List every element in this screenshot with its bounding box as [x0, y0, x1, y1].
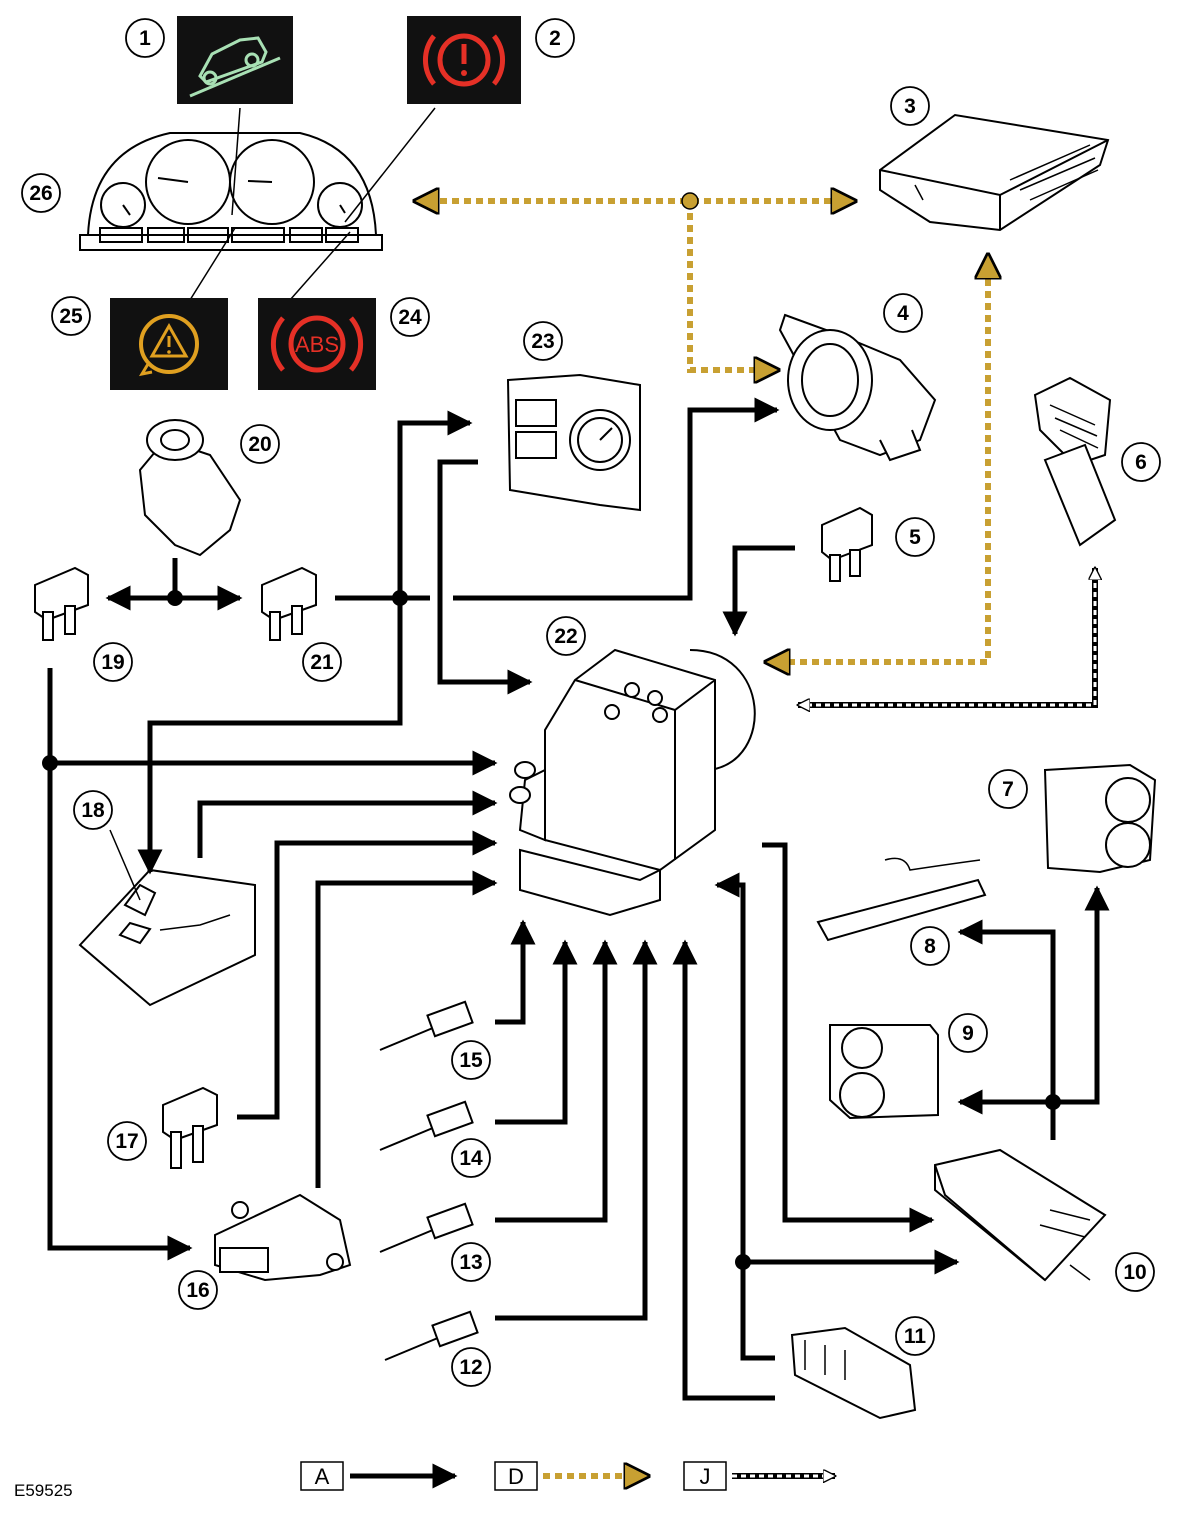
body-control-module	[934, 1148, 1107, 1282]
callout-circle-11	[895, 1316, 935, 1356]
legend-letter-a: A	[315, 1464, 330, 1489]
callout-number-19: 19	[101, 651, 124, 674]
callout-number-9: 9	[962, 1022, 974, 1045]
callout-circle-25	[51, 296, 91, 336]
brake-warning-icon	[407, 16, 521, 104]
callout-circle-16	[178, 1270, 218, 1310]
callout-circle-2	[535, 18, 575, 58]
callout-number-16: 16	[186, 1279, 209, 1302]
callout-circle-9	[948, 1013, 988, 1053]
callout-number-20: 20	[248, 433, 271, 456]
legend-letter-j: J	[700, 1464, 711, 1489]
diagnostic-link	[798, 568, 1095, 705]
callout-number-1: 1	[139, 27, 151, 50]
callout-circle-14	[451, 1138, 491, 1178]
fuse-17	[162, 1086, 218, 1169]
callout-number-3: 3	[904, 95, 916, 118]
callout-number-13: 13	[459, 1251, 482, 1274]
leader-line-24	[289, 231, 351, 301]
junction-dots	[42, 590, 1061, 1270]
callout-circle-1	[125, 18, 165, 58]
switch-panel	[506, 373, 641, 512]
fuse-5	[821, 506, 873, 582]
callout-circle-21	[302, 642, 342, 682]
callout-number-18: 18	[81, 799, 105, 822]
callout-number-5: 5	[909, 526, 921, 549]
yaw-rate-sensor	[214, 1193, 352, 1282]
legend-letter-d: D	[508, 1464, 524, 1489]
callout-number-22: 22	[554, 625, 577, 648]
leader-line-25	[189, 227, 236, 301]
headlamp-left	[829, 1024, 939, 1120]
brake-lamp-strip	[816, 857, 987, 942]
callout-circle-15	[451, 1040, 491, 1080]
callout-number-10: 10	[1123, 1261, 1146, 1284]
fuse-21	[261, 566, 317, 641]
callout-circle-4	[883, 293, 923, 333]
callout-circle-3	[890, 86, 930, 126]
legend-box-j	[683, 1461, 727, 1491]
legend-box-a	[300, 1461, 344, 1491]
ignition-switch	[138, 419, 242, 557]
callout-circle-6	[1121, 442, 1161, 482]
callout-circle-19	[93, 642, 133, 682]
callout-circle-24	[390, 297, 430, 337]
callout-circle-12	[451, 1347, 491, 1387]
callout-circle-13	[451, 1242, 491, 1282]
callout-number-25: 25	[59, 305, 83, 328]
instrument-cluster	[79, 132, 383, 251]
legend: A D J	[300, 1461, 835, 1491]
callout-circle-8	[910, 926, 950, 966]
callout-number-23: 23	[531, 330, 554, 353]
callout-number-15: 15	[459, 1049, 483, 1072]
headlamp-right	[1043, 763, 1157, 874]
wheel-speed-sensor-13	[379, 1202, 474, 1253]
fuse-19	[34, 566, 89, 641]
leader-line-1	[231, 107, 241, 216]
wheel-speed-sensor-15	[379, 1000, 474, 1051]
gear-selector	[78, 868, 256, 1007]
callout-number-21: 21	[310, 651, 334, 674]
callout-circle-5	[895, 517, 935, 557]
callout-number-4: 4	[897, 302, 909, 325]
callout-circle-7	[988, 769, 1028, 809]
hill-descent-icon	[177, 16, 293, 104]
wheel-speed-sensor-14	[379, 1100, 474, 1151]
callout-circle-20	[240, 424, 280, 464]
callout-number-8: 8	[924, 935, 936, 958]
callout-number-14: 14	[459, 1147, 483, 1170]
steering-sensor	[778, 313, 937, 462]
wheel-speed-sensor-12	[384, 1310, 479, 1361]
callout-circle-10	[1115, 1252, 1155, 1292]
callout-circle-18	[73, 790, 113, 830]
callout-number-6: 6	[1135, 451, 1147, 474]
leader-line-2	[344, 107, 436, 223]
legend-box-d	[494, 1461, 538, 1491]
diagnostic-connector	[1033, 376, 1117, 547]
abs-warning-icon: ABS	[258, 298, 376, 390]
callout-number-2: 2	[549, 27, 561, 50]
callout-number-24: 24	[398, 306, 422, 329]
callout-number-12: 12	[459, 1356, 482, 1379]
leader-line-18	[109, 829, 141, 901]
abs-lamp-label: ABS	[295, 332, 339, 357]
callout-circle-23	[523, 321, 563, 361]
control-module-ecu	[879, 113, 1110, 232]
callout-number-11: 11	[904, 1325, 927, 1348]
callout-number-26: 26	[29, 182, 52, 205]
callout-circle-22	[546, 616, 586, 656]
callout-number-7: 7	[1002, 778, 1014, 801]
callout-circle-17	[107, 1121, 147, 1161]
abs-modulator	[509, 648, 756, 917]
hardwired-links	[47, 397, 1110, 1401]
relay-module	[790, 1326, 917, 1420]
callout-number-17: 17	[115, 1130, 138, 1153]
callout-circle-26	[21, 173, 61, 213]
stability-control-icon	[110, 298, 228, 390]
figure-id: E59525	[14, 1481, 73, 1500]
